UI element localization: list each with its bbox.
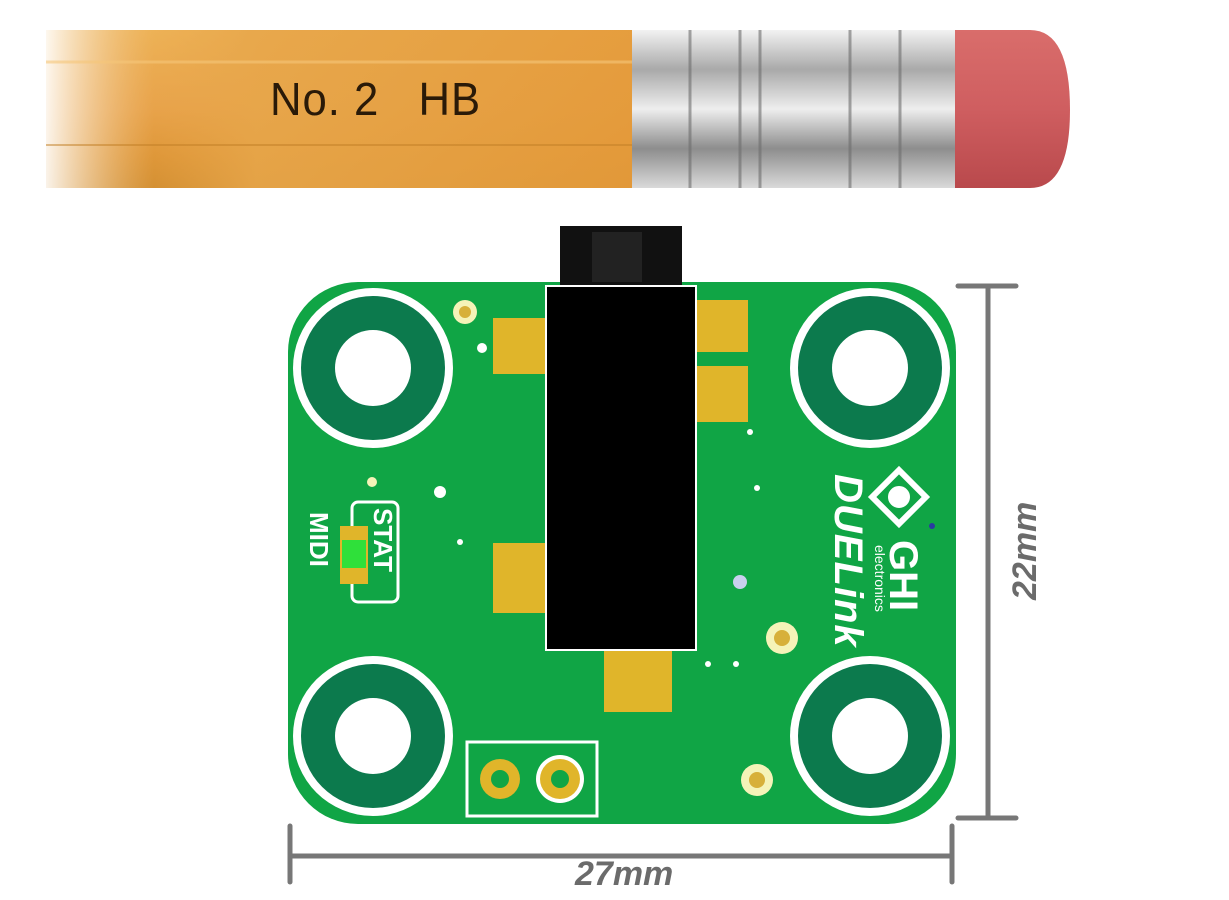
- pencil-eraser: [955, 30, 1070, 188]
- pencil-marking: No. 2 HB: [270, 73, 482, 125]
- width-dimension-label: 27mm: [575, 855, 674, 893]
- pin-header-outline: [465, 740, 599, 818]
- mounting-holes: [293, 288, 950, 816]
- audio-jack-body: [545, 285, 697, 651]
- silk-midi-label: MIDI: [304, 512, 334, 567]
- silk-brand-name: DUELink: [826, 474, 870, 648]
- vias: [367, 300, 935, 796]
- silk-stat-label: STAT: [368, 508, 398, 573]
- dimension-lines: [287, 283, 1019, 885]
- ghi-logo-icon: [867, 465, 931, 529]
- height-dimension-label: 22mm: [1006, 501, 1044, 600]
- smd-pads: [493, 300, 748, 712]
- silk-maker-logo: GHI: [881, 540, 925, 612]
- status-led: [342, 540, 366, 568]
- pencil-ferrule: [632, 30, 962, 188]
